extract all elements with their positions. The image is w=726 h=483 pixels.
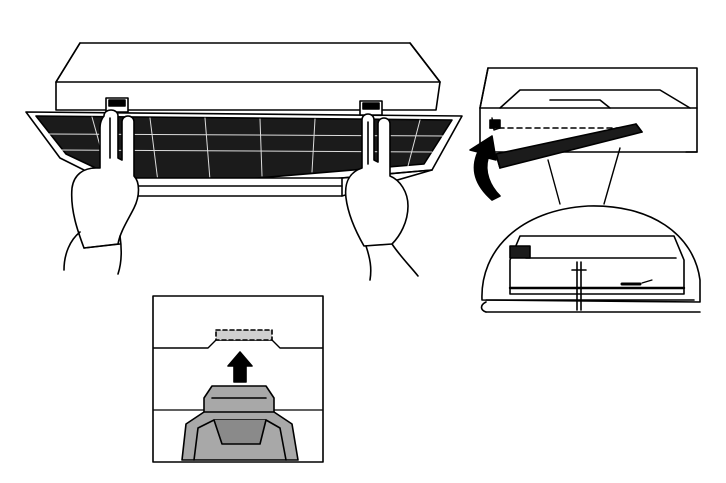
tilted-filter [495,123,643,169]
hood-side [479,67,698,153]
right-latch [359,100,383,116]
zoom-panel [480,205,701,313]
side-latch [489,119,501,129]
latch-knob [181,385,299,461]
up-arrow-icon [227,351,253,383]
grease-filter [25,111,463,197]
main-panel [25,42,463,281]
curved-arrow-icon [469,135,501,201]
slot-target [215,329,273,341]
left-hand [63,109,140,275]
zoom-bracket [509,245,531,259]
inset-panel [152,295,324,463]
hood-body [55,42,441,111]
right-hand [344,113,419,281]
side-panel [469,67,698,205]
